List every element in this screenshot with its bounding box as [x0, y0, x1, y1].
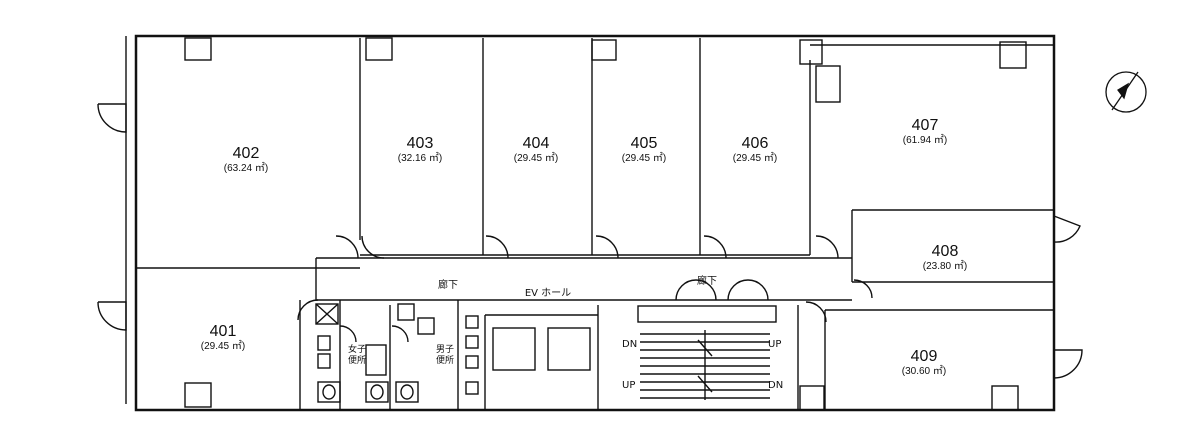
- stair-break: [697, 339, 713, 357]
- stair-break: [697, 375, 713, 393]
- ev-hall-label: EV ホール: [525, 287, 571, 299]
- door-402-corridor: [335, 235, 359, 259]
- door-408-exterior: [1053, 215, 1081, 243]
- column: [815, 65, 841, 103]
- unit-402-area: (63.24 ㎡): [224, 162, 268, 174]
- pipe-shaft: [417, 317, 435, 335]
- door-stair: [675, 279, 697, 301]
- unit-401-area: (29.45 ㎡): [201, 340, 245, 352]
- column: [184, 37, 212, 61]
- unit-405-area: (29.45 ㎡): [622, 152, 666, 164]
- stair-dn-left: DN: [622, 339, 637, 350]
- column: [991, 385, 1019, 411]
- stair-dn-right: DN: [768, 380, 783, 391]
- sink: [317, 335, 331, 351]
- unit-406-area: (29.45 ㎡): [733, 152, 777, 164]
- door-401: [97, 301, 127, 331]
- toilet: [322, 384, 336, 400]
- door-stair: [747, 279, 769, 301]
- stair-up-right: UP: [768, 339, 781, 350]
- door-408-corridor: [853, 279, 873, 299]
- shaft-box: [315, 303, 339, 325]
- unit-403-number: 403: [407, 135, 434, 152]
- sink: [317, 353, 331, 369]
- door-406-corridor: [703, 235, 727, 259]
- door-stair: [727, 279, 749, 301]
- shaft-cross-2: [315, 303, 339, 325]
- unit-406-number: 406: [742, 135, 769, 152]
- unit-408-number: 408: [932, 243, 959, 260]
- column: [365, 37, 393, 61]
- pipe-shaft: [397, 303, 415, 321]
- door-stair: [695, 279, 717, 301]
- unit-407-area: (61.94 ㎡): [903, 134, 947, 146]
- unit-404-number: 404: [523, 135, 550, 152]
- elevator-2: [547, 327, 591, 371]
- outer-wall: [134, 34, 1056, 412]
- door-404-corridor: [485, 235, 509, 259]
- stair-landing: [637, 305, 777, 323]
- womens-restroom-label: 女子便所: [348, 343, 366, 366]
- column: [799, 385, 825, 411]
- urinal: [465, 315, 479, 329]
- door-409-exterior: [1053, 349, 1083, 379]
- mens-restroom-label: 男子便所: [436, 344, 454, 366]
- corridor-label-right: 廊下: [697, 274, 717, 287]
- unit-409-area: (30.60 ㎡): [902, 365, 946, 377]
- door-403-corridor: [361, 235, 385, 259]
- toilet: [370, 384, 384, 400]
- unit-402-number: 402: [233, 145, 260, 162]
- urinal: [465, 355, 479, 369]
- door-407-corridor: [815, 235, 839, 259]
- door-409-corridor: [805, 301, 827, 323]
- stair-up-left: UP: [622, 380, 635, 391]
- urinal: [465, 335, 479, 349]
- toilet-stall: [365, 381, 389, 403]
- toilet-stall: [365, 344, 387, 376]
- north-arrow-icon: [1105, 71, 1147, 113]
- toilet-stall: [317, 381, 341, 403]
- unit-404-area: (29.45 ㎡): [514, 152, 558, 164]
- column: [999, 41, 1027, 69]
- unit-401-number: 401: [210, 323, 237, 340]
- door-405-corridor: [595, 235, 619, 259]
- door-restroom: [339, 325, 357, 343]
- column: [591, 39, 617, 61]
- door-402: [97, 103, 127, 133]
- unit-405-number: 405: [631, 135, 658, 152]
- column: [799, 39, 823, 65]
- unit-409-number: 409: [911, 348, 938, 365]
- unit-407-number: 407: [912, 117, 939, 134]
- elevator-1: [492, 327, 536, 371]
- unit-408-area: (23.80 ㎡): [923, 260, 967, 272]
- unit-403-area: (32.16 ㎡): [398, 152, 442, 164]
- corridor-label-left: 廊下: [438, 278, 458, 291]
- toilet: [400, 384, 414, 400]
- sink: [465, 381, 479, 395]
- door-401-corridor: [297, 299, 319, 321]
- column: [184, 382, 212, 408]
- door-restroom: [391, 325, 409, 343]
- toilet-stall: [395, 381, 419, 403]
